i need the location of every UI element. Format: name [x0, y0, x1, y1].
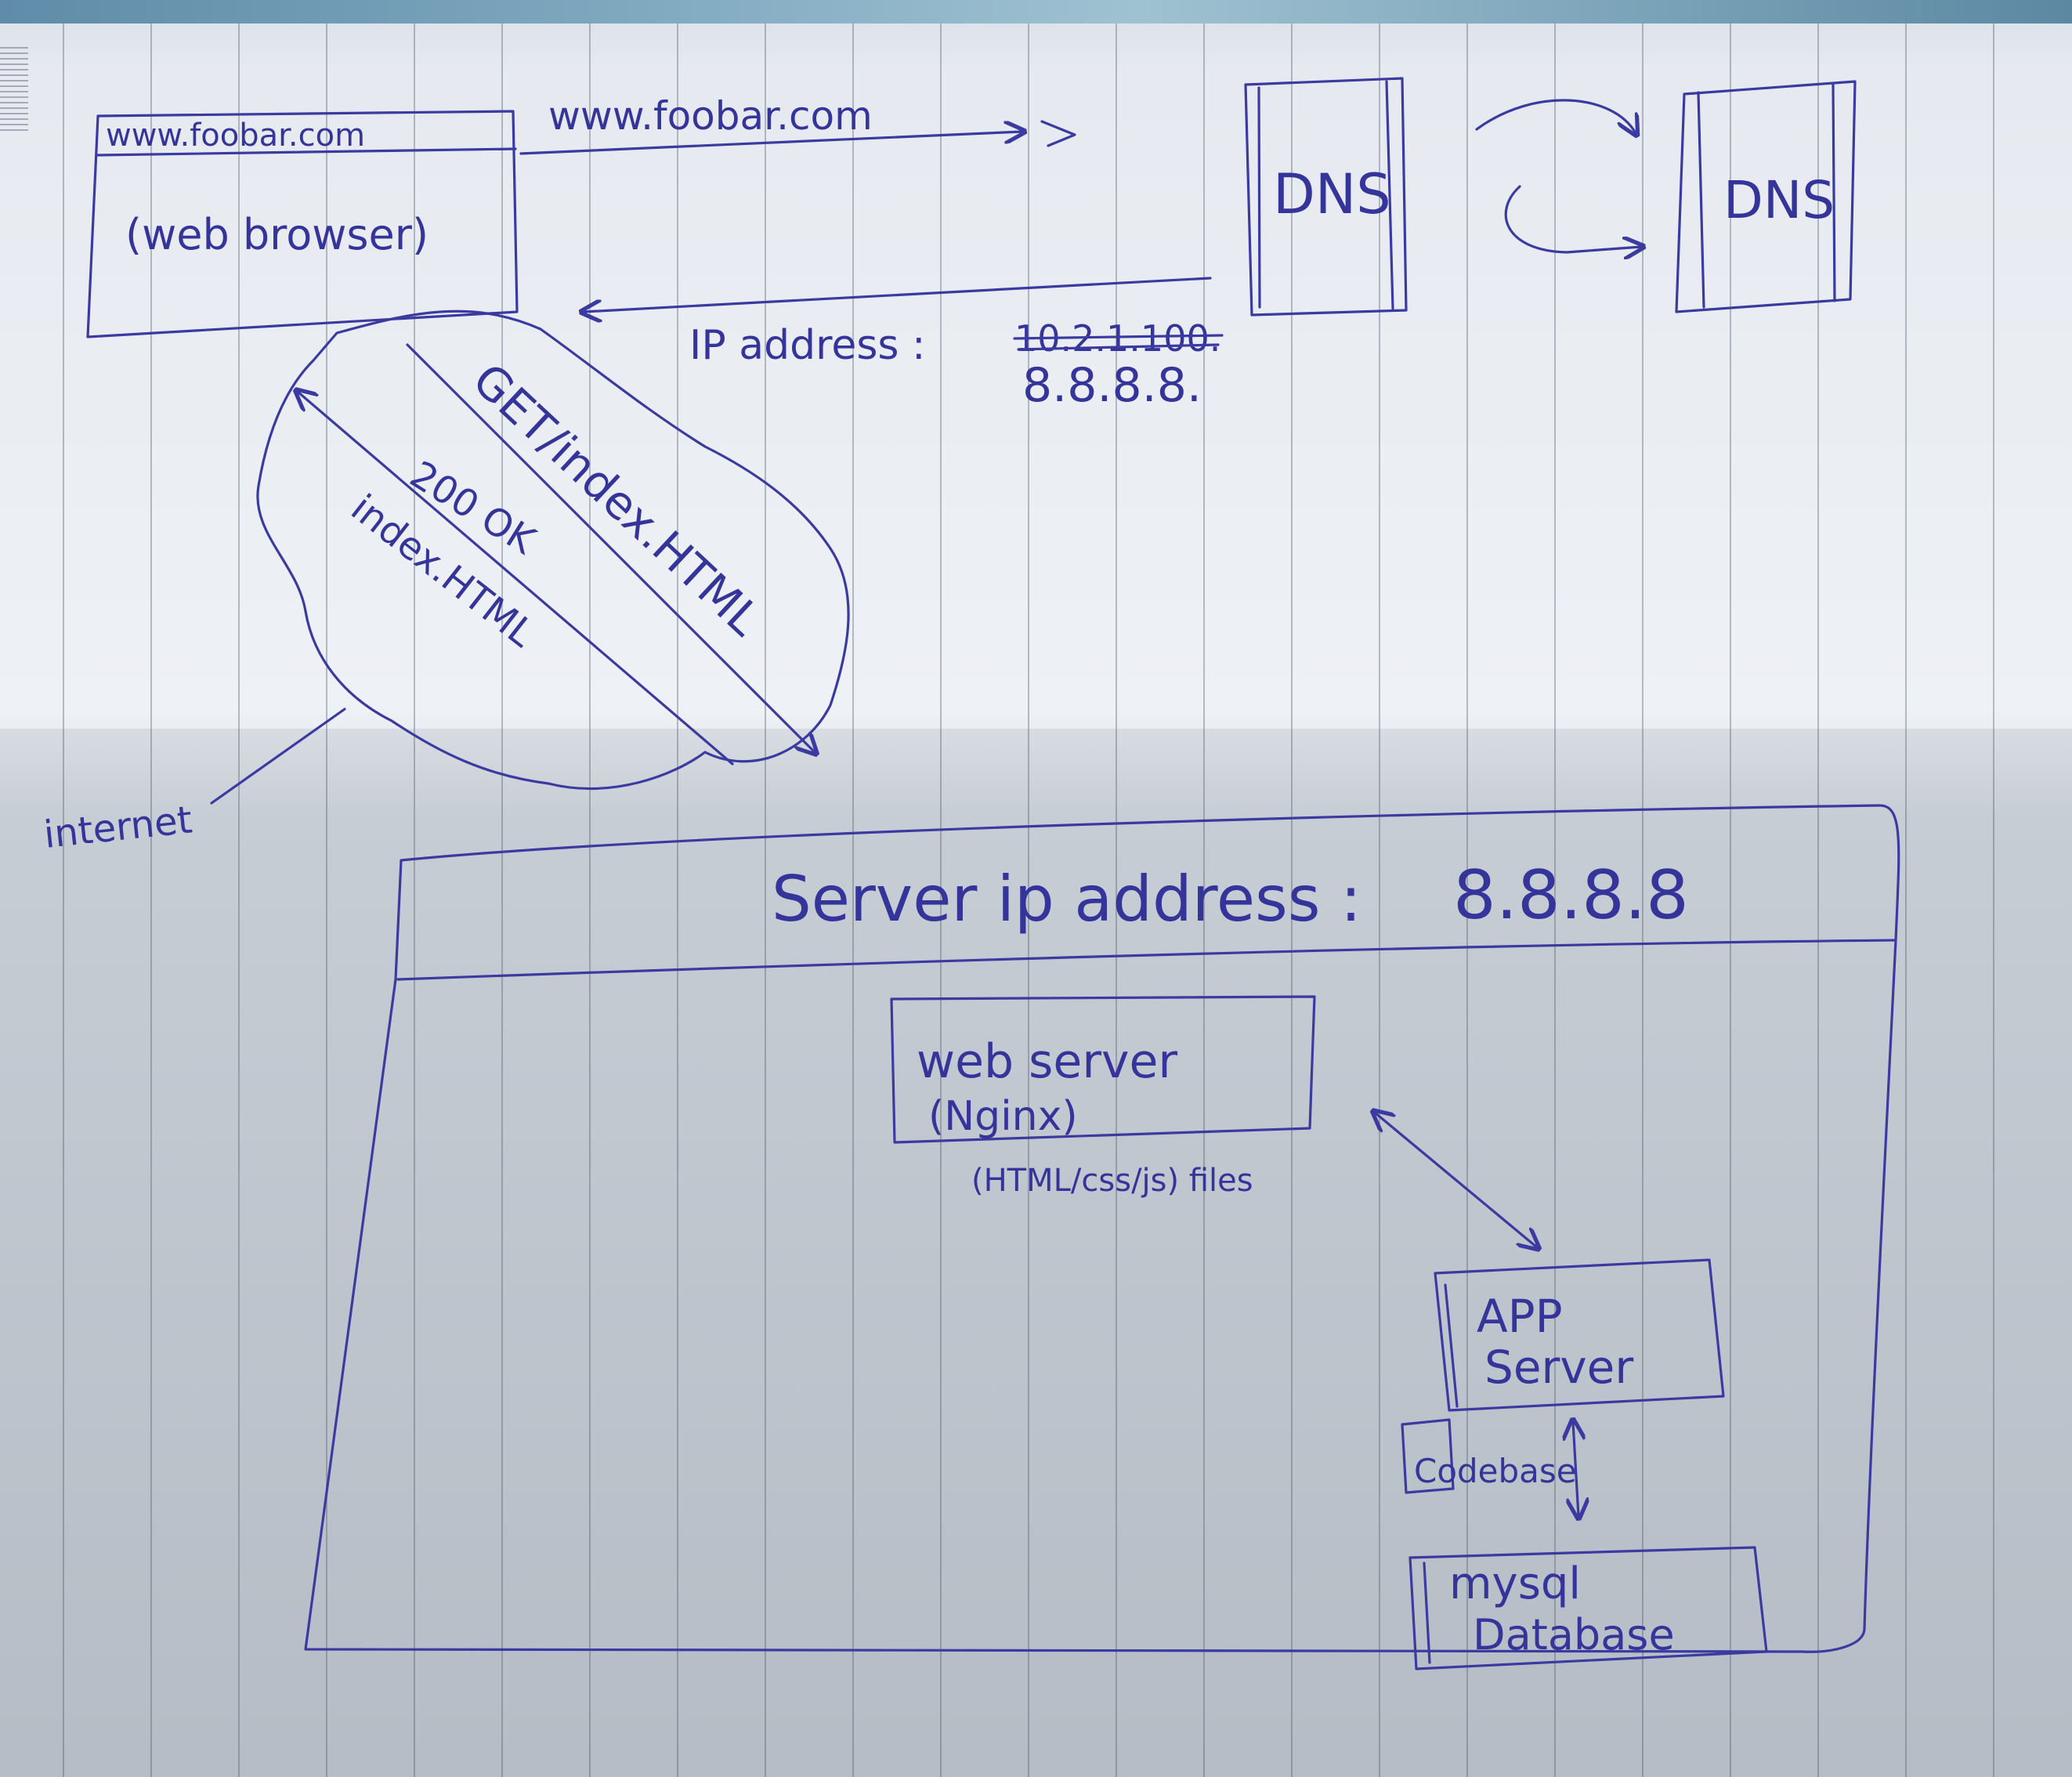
- codebase-box: Codebase: [1401, 1418, 1577, 1494]
- web-app-arrow: [1375, 1113, 1537, 1247]
- app-server-box: APP Server: [1434, 1258, 1725, 1412]
- database-box: mysql Database: [1408, 1546, 1768, 1670]
- database-line2: Database: [1473, 1610, 1675, 1659]
- ip-value: 8.8.8.8.: [1022, 358, 1202, 413]
- server-box: Server ip address : 8.8.8.8: [304, 804, 1900, 1653]
- app-server-line2: Server: [1484, 1341, 1633, 1394]
- browser-label: (web browser): [125, 210, 429, 259]
- dns-primary-box: DNS: [1244, 77, 1408, 317]
- ip-label: IP address :: [689, 322, 926, 369]
- dns-request: www.foobar.com: [519, 93, 1076, 155]
- browser-url-bar: www.foobar.com: [106, 118, 365, 154]
- app-server-line1: APP: [1477, 1290, 1563, 1343]
- paper-edge-ticks: [0, 47, 28, 133]
- internet-cloud: GET/index.HTML 200 OK index.HTML interne…: [42, 309, 850, 857]
- internet-label: internet: [42, 798, 194, 857]
- codebase-label: Codebase: [1414, 1452, 1577, 1490]
- server-ip: 8.8.8.8: [1453, 856, 1689, 935]
- dns-recursion-arrows: [1475, 99, 1641, 252]
- app-db-arrow: [1573, 1422, 1578, 1516]
- ruled-paper: [0, 24, 2072, 1777]
- web-server-name: web server: [917, 1034, 1177, 1089]
- server-title: Server ip address :: [772, 863, 1361, 936]
- web-browser-box: www.foobar.com (web browser): [86, 110, 519, 338]
- notebook-top-edge: [0, 0, 2072, 24]
- dns-secondary-box: DNS: [1675, 80, 1857, 313]
- database-line1: mysql: [1449, 1558, 1581, 1609]
- ip-response: IP address : 10.2.1.100. 8.8.8.8.: [584, 277, 1224, 413]
- web-server-note: (HTML/css/js) files: [971, 1163, 1253, 1199]
- phone-shadow: [0, 729, 2072, 1777]
- dns-secondary-label: DNS: [1723, 170, 1835, 230]
- dns-primary-label: DNS: [1273, 162, 1391, 226]
- web-server-software: (Nginx): [928, 1093, 1078, 1140]
- web-server-box: web server (Nginx) (HTML/css/js) files: [890, 995, 1316, 1199]
- request-url: www.foobar.com: [548, 93, 873, 139]
